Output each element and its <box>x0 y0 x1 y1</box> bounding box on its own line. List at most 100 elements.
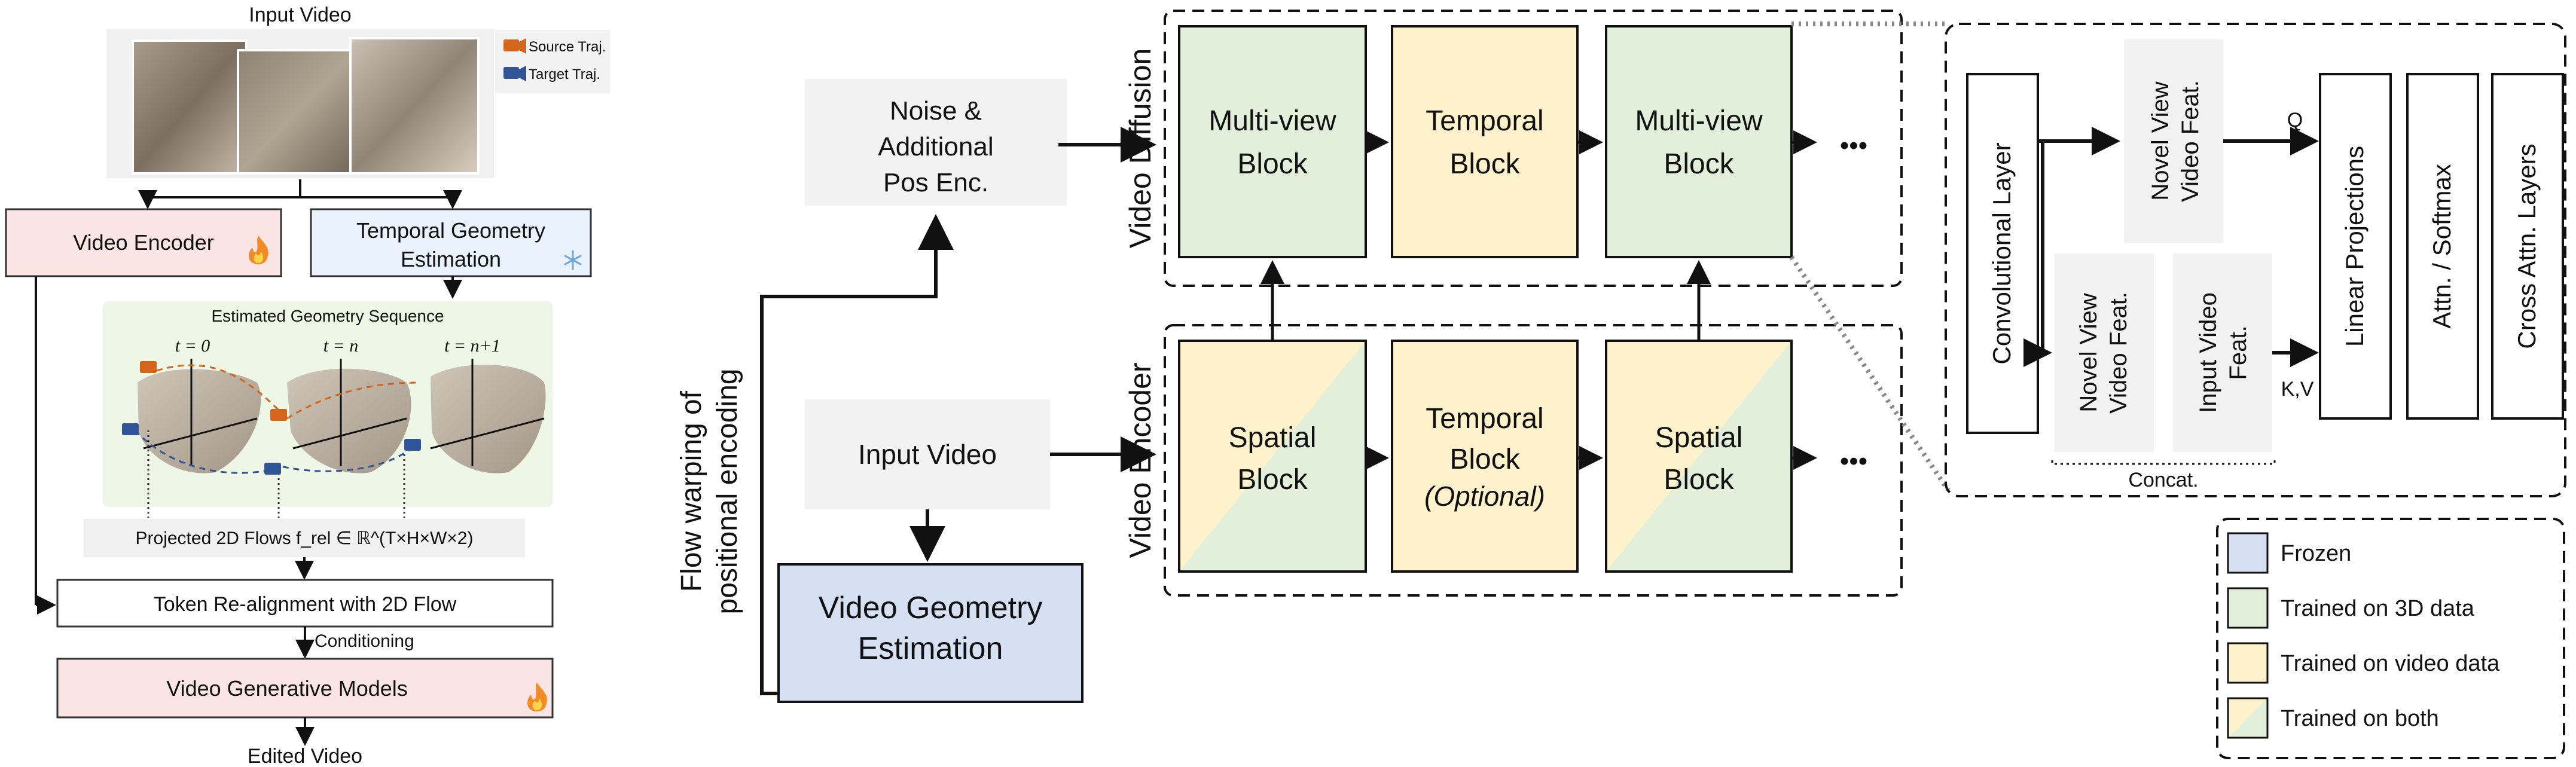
spatial2-line2: Block <box>1664 464 1734 496</box>
time-label-n1: t = n+1 <box>444 336 500 356</box>
encoder-ellipsis: ••• <box>1840 447 1867 476</box>
temporal-block <box>1391 25 1579 258</box>
legend-both-label: Trained on both <box>2281 706 2439 731</box>
video-encoder-side-label: Video Encoder <box>1124 362 1157 558</box>
video-frame-2 <box>237 49 359 175</box>
conditioning-label: Conditioning <box>315 631 414 651</box>
noise-pos-enc-box <box>805 79 1067 206</box>
noise-label-line2: Additional <box>878 132 993 161</box>
flow-warping-label-line1: Flow warping of <box>676 390 707 592</box>
legend-3d-swatch <box>2227 587 2269 629</box>
video-encoder-group <box>1164 324 1903 597</box>
camera-icons <box>122 361 421 475</box>
nv-top-line1: Novel View <box>2147 81 2174 200</box>
vge-label-line1: Video Geometry <box>819 591 1043 625</box>
vge-label-line2: Estimation <box>858 631 1003 666</box>
video-diffusion-group <box>1164 10 1903 287</box>
spatial-block-2 <box>1605 340 1793 573</box>
fire-icon <box>249 236 268 264</box>
token-realignment-box <box>56 579 554 628</box>
attn-label: Attn. / Softmax <box>2428 164 2456 328</box>
projected-flows-label: Projected 2D Flows f_rel ∈ ℝ^(T×H×W×2) <box>136 528 474 548</box>
input-video-feat-box <box>2173 253 2272 452</box>
left-pipeline: Input Video Source Traj. Target Traj. Vi… <box>5 4 610 767</box>
legend-video-label: Trained on video data <box>2281 651 2500 676</box>
legend-frozen-label: Frozen <box>2281 541 2351 566</box>
nv-bottom-line1: Novel View <box>2076 293 2102 412</box>
cross-attn-label: Cross Attn. Layers <box>2513 143 2541 349</box>
source-camera-icon <box>503 38 526 54</box>
target-camera-icon <box>503 66 526 81</box>
temporal-block-optional <box>1391 340 1579 573</box>
temporal-line1: Temporal <box>1426 105 1543 137</box>
novel-view-bottom-box <box>2055 253 2154 452</box>
video-frame-3 <box>349 37 480 175</box>
linear-proj-label: Linear Projections <box>2340 146 2369 347</box>
q-label: Q <box>2287 109 2303 132</box>
tempopt-line3: (Optional) <box>1424 481 1545 512</box>
iv-feat-line2: Feat. <box>2225 325 2251 380</box>
nv-bottom-line2: Video Feat. <box>2105 292 2132 414</box>
multiview-block-2 <box>1605 25 1793 258</box>
noise-label-line3: Pos Enc. <box>883 168 988 197</box>
input-video-title: Input Video <box>249 4 351 26</box>
spatial1-line1: Spatial <box>1229 422 1317 454</box>
iv-feat-line1: Input Video <box>2195 292 2221 413</box>
flow-warping-label-line2: positional encoding <box>712 369 743 615</box>
video-diffusion-label: Video Diffusion <box>1124 48 1157 249</box>
mv1-line2: Block <box>1237 148 1308 180</box>
input-video-box <box>805 399 1050 509</box>
attn-softmax-box <box>2406 73 2479 420</box>
edited-video-label: Edited Video <box>248 745 362 767</box>
time-label-n: t = n <box>323 336 359 356</box>
right-attention-detail: Convolutional Layer Novel View Video Fea… <box>1945 23 2566 759</box>
fire-icon-2 <box>527 683 547 711</box>
spatial1-line2: Block <box>1237 464 1308 496</box>
temporal-line2: Block <box>1449 148 1520 180</box>
video-encoder-label: Video Encoder <box>73 230 214 255</box>
cross-attn-layers-box <box>2491 73 2564 420</box>
video-encoder-box <box>5 208 282 277</box>
concat-label: Concat. <box>2128 469 2198 491</box>
time-label-0: t = 0 <box>175 336 210 356</box>
spatial2-line1: Spatial <box>1655 422 1743 454</box>
conv-layer-label: Convolutional Layer <box>1988 142 2016 364</box>
source-traj-label: Source Traj. <box>529 39 606 55</box>
legend-frozen-swatch <box>2227 532 2269 574</box>
tge-label-line2: Estimation <box>401 247 501 271</box>
noise-label-line1: Noise & <box>890 96 982 126</box>
legend-panel <box>2216 518 2565 759</box>
token-realignment-label: Token Re-alignment with 2D Flow <box>154 593 457 616</box>
mv1-line1: Multi-view <box>1208 105 1336 137</box>
projection-dotted-lines <box>147 430 405 518</box>
convolutional-layer-box <box>1966 73 2039 434</box>
spatial-block-1 <box>1178 340 1367 573</box>
multiview-block-1 <box>1178 25 1367 258</box>
point-clouds <box>138 359 546 473</box>
video-generative-models-box <box>56 658 554 719</box>
legend-video-swatch <box>2227 642 2269 684</box>
input-video-label: Input Video <box>858 439 997 470</box>
novel-view-top-box <box>2124 39 2223 243</box>
video-generative-models-label: Video Generative Models <box>166 676 408 701</box>
projected-flows-box <box>84 519 525 557</box>
video-frame-1 <box>132 39 248 175</box>
middle-architecture: Flow warping of positional encoding Nois… <box>676 10 1951 703</box>
tempopt-line2: Block <box>1449 444 1520 475</box>
legend-both-swatch <box>2227 697 2269 739</box>
mv2-line1: Multi-view <box>1635 105 1763 137</box>
temporal-geometry-estimation-box <box>310 208 592 277</box>
legend-3d-label: Trained on 3D data <box>2281 596 2475 621</box>
tge-label-line1: Temporal Geometry <box>356 218 545 243</box>
snowflake-icon <box>564 250 582 270</box>
video-geometry-estimation-box <box>777 563 1083 703</box>
attention-detail-group <box>1945 23 2566 497</box>
target-traj-label: Target Traj. <box>529 66 600 82</box>
mv2-line2: Block <box>1664 148 1734 180</box>
kv-label: K,V <box>2281 378 2314 401</box>
geometry-sequence-title: Estimated Geometry Sequence <box>211 307 444 325</box>
nv-top-line2: Video Feat. <box>2177 80 2203 202</box>
diffusion-ellipsis: ••• <box>1840 131 1867 160</box>
tempopt-line1: Temporal <box>1426 403 1543 435</box>
